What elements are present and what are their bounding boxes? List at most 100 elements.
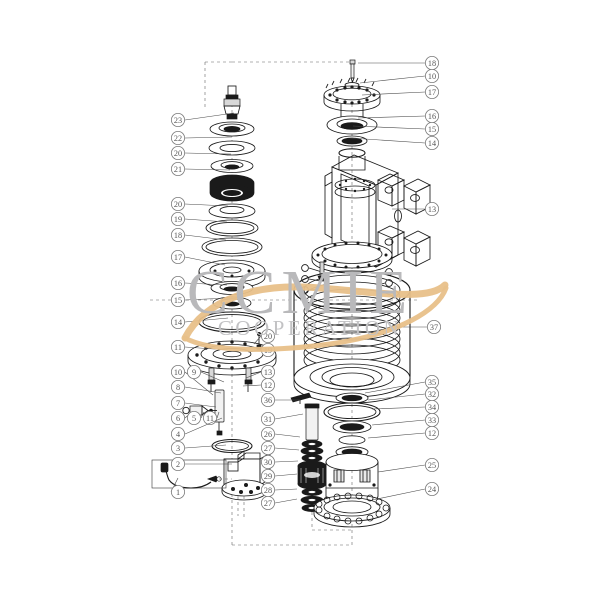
- callout-7[interactable]: 7: [170, 395, 217, 410]
- callout-bubble[interactable]: [424, 457, 439, 472]
- callout-number: 4: [176, 430, 180, 439]
- callout-12[interactable]: 12: [367, 425, 439, 440]
- callout-18[interactable]: 18: [358, 56, 439, 71]
- callout-1[interactable]: 1: [170, 477, 185, 499]
- callout-20[interactable]: 20: [170, 145, 232, 160]
- part-25-24-gear-housing: [313, 446, 391, 528]
- callout-15[interactable]: 15: [352, 122, 439, 137]
- callout-bubble[interactable]: [170, 249, 185, 264]
- callout-8[interactable]: 8: [170, 379, 222, 394]
- callout-bubble[interactable]: [424, 122, 439, 137]
- callout-37[interactable]: 37: [398, 319, 441, 334]
- callout-18[interactable]: 18: [170, 227, 227, 242]
- callout-bubble[interactable]: [260, 392, 275, 407]
- callout-bubble[interactable]: [260, 454, 275, 469]
- callout-number: 21: [174, 165, 182, 174]
- callout-33[interactable]: 33: [371, 412, 439, 427]
- callout-number: 9: [192, 368, 196, 377]
- callout-bubble[interactable]: [424, 425, 439, 440]
- callout-14[interactable]: 14: [170, 314, 229, 329]
- callout-number: 11: [206, 414, 214, 423]
- part-22-washer: [209, 121, 255, 137]
- part-16-seal: [326, 115, 378, 135]
- callout-25[interactable]: 25: [377, 457, 439, 473]
- callout-bubble[interactable]: [424, 85, 439, 100]
- callout-bubble[interactable]: [260, 440, 275, 455]
- callout-21[interactable]: 21: [170, 161, 231, 176]
- callout-number: 16: [174, 279, 182, 288]
- callout-12[interactable]: 12: [242, 377, 275, 392]
- callout-number: 19: [174, 215, 182, 224]
- callout-bubble[interactable]: [170, 211, 185, 226]
- callout-bubble[interactable]: [424, 201, 439, 216]
- callout-number: 8: [176, 383, 180, 392]
- leader-line: [184, 136, 233, 139]
- callout-bubble[interactable]: [170, 161, 185, 176]
- callout-31[interactable]: 31: [260, 411, 304, 426]
- callout-17[interactable]: 17: [361, 85, 439, 100]
- callout-34[interactable]: 34: [371, 399, 439, 414]
- callout-4[interactable]: 4: [170, 417, 223, 441]
- callout-29[interactable]: 29: [260, 468, 298, 483]
- callout-32[interactable]: 32: [367, 386, 439, 401]
- part-12-13-studs: [207, 367, 253, 392]
- callout-11[interactable]: 11: [202, 410, 220, 425]
- part-30-29-piston: [297, 460, 327, 490]
- callout-22[interactable]: 22: [170, 130, 233, 145]
- part-33-ring: [338, 435, 366, 445]
- callout-20[interactable]: 20: [253, 328, 275, 345]
- callout-bubble[interactable]: [170, 426, 185, 441]
- callout-bubble[interactable]: [170, 440, 185, 455]
- callout-bubble[interactable]: [424, 481, 439, 496]
- callout-bubble[interactable]: [202, 410, 217, 425]
- callout-bubble[interactable]: [260, 377, 275, 392]
- callout-bubble[interactable]: [170, 484, 185, 499]
- callout-number: 15: [174, 296, 182, 305]
- callout-bubble[interactable]: [260, 426, 275, 441]
- callout-24[interactable]: 24: [371, 481, 439, 501]
- callout-bubble[interactable]: [170, 113, 185, 128]
- callout-bubble[interactable]: [260, 411, 275, 426]
- callout-10[interactable]: 10: [359, 69, 439, 84]
- leader-line: [361, 91, 426, 96]
- callout-bubble[interactable]: [186, 410, 201, 425]
- callout-bubble[interactable]: [170, 456, 185, 471]
- callout-bubble[interactable]: [170, 395, 185, 410]
- callout-bubble[interactable]: [424, 135, 439, 150]
- callout-26[interactable]: 26: [260, 426, 301, 441]
- callout-20[interactable]: 20: [170, 196, 229, 211]
- callout-bubble[interactable]: [186, 364, 201, 379]
- callout-36[interactable]: 36: [260, 392, 300, 407]
- callout-28[interactable]: 28: [260, 482, 298, 497]
- callout-bubble[interactable]: [170, 410, 185, 425]
- callout-bubble[interactable]: [170, 227, 185, 242]
- callout-number: 20: [174, 149, 182, 158]
- callout-19[interactable]: 19: [170, 211, 228, 226]
- callout-6[interactable]: 6: [170, 410, 193, 425]
- callout-number: 14: [174, 318, 182, 327]
- callout-5[interactable]: 5: [186, 410, 205, 425]
- callout-bubble[interactable]: [170, 364, 185, 379]
- callout-bubble[interactable]: [170, 196, 185, 211]
- callout-23[interactable]: 23: [170, 112, 235, 128]
- callout-bubble[interactable]: [170, 145, 185, 160]
- callout-9[interactable]: 9: [186, 364, 225, 383]
- callout-13[interactable]: 13: [392, 201, 439, 216]
- callout-bubble[interactable]: [260, 495, 275, 510]
- callout-bubble[interactable]: [424, 69, 439, 84]
- callout-30[interactable]: 30: [260, 454, 299, 469]
- callout-number: 1: [176, 488, 180, 497]
- callout-14[interactable]: 14: [349, 135, 439, 150]
- spring-piston-stack: [290, 392, 352, 531]
- callout-3[interactable]: 3: [170, 440, 227, 455]
- callout-bubble[interactable]: [170, 130, 185, 145]
- callout-2[interactable]: 2: [170, 456, 232, 471]
- callout-27[interactable]: 27: [260, 495, 298, 510]
- callout-17[interactable]: 17: [170, 249, 226, 266]
- callout-bubble[interactable]: [260, 468, 275, 483]
- callout-number: 23: [174, 116, 182, 125]
- callout-bubble[interactable]: [170, 379, 185, 394]
- callout-number: 29: [264, 472, 272, 481]
- callout-27[interactable]: 27: [260, 440, 300, 455]
